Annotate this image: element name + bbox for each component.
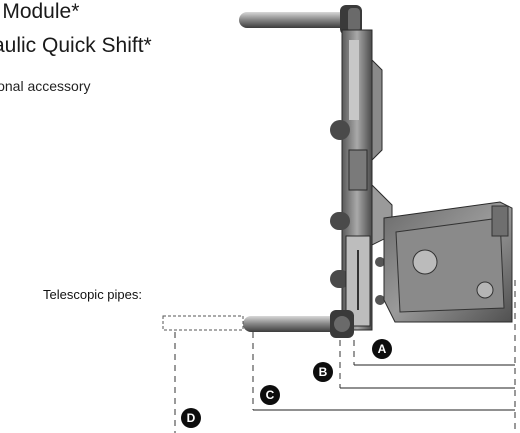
title-line-2: raulic Quick Shift*	[0, 34, 152, 57]
dimension-lines	[253, 364, 515, 411]
bottom-pipe	[243, 310, 354, 338]
telescopic-pipes-label: Telescopic pipes:	[43, 287, 142, 302]
dimension-marker-b: B	[313, 362, 333, 382]
dimension-marker-d: D	[181, 408, 201, 428]
dimension-marker-c: C	[260, 385, 280, 405]
footnote-optional-accessory: ional accessory	[0, 78, 91, 94]
telescopic-pipe-outline	[162, 315, 244, 331]
hydraulic-body	[383, 201, 513, 323]
dimension-reference-lines	[174, 280, 516, 433]
dimension-marker-a: A	[372, 339, 392, 359]
vertical-arm	[330, 29, 393, 331]
top-pipe	[239, 5, 362, 35]
title-line-1: k Module*	[0, 0, 80, 23]
